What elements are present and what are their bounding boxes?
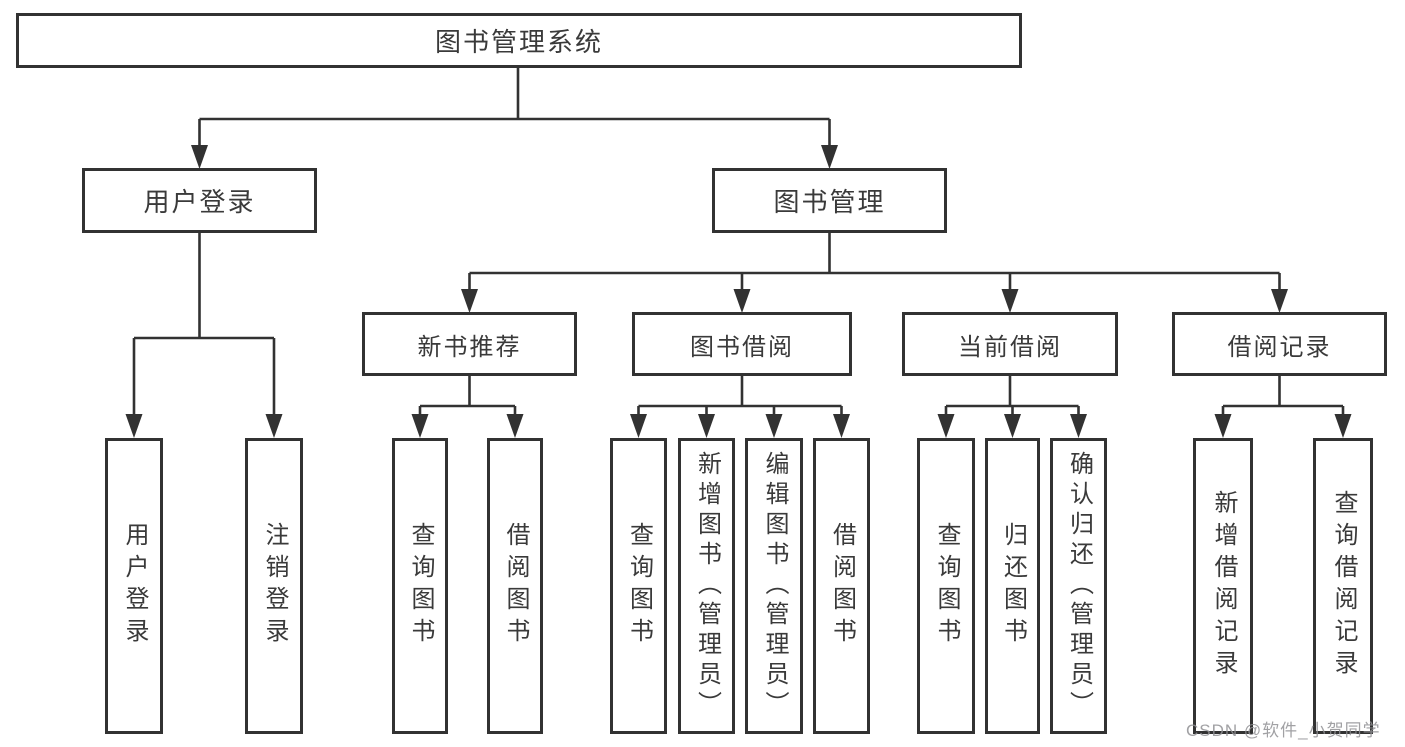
leaf-query-books-borrow: 查询图书 [610,438,667,734]
leaf-label: 查询图书 [933,522,960,650]
leaf-borrow-books: 借阅图书 [813,438,870,734]
leaf-label: 确认归还（管理员） [1065,451,1093,721]
leaf-label: 归还图书 [999,522,1027,650]
node-user-login: 用户登录 [82,168,317,233]
leaf-edit-books-admin: 编辑图书（管理员） [745,438,803,734]
leaf-confirm-return-admin: 确认归还（管理员） [1050,438,1107,734]
node-borrow-records: 借阅记录 [1172,312,1387,376]
leaf-label: 查询借阅记录 [1330,490,1357,682]
leaf-logout-login: 注销登录 [245,438,303,734]
node-book-borrow: 图书借阅 [632,312,852,376]
leaf-add-borrow-record: 新增借阅记录 [1193,438,1253,734]
leaf-label: 注销登录 [261,522,288,650]
leaf-query-books-current: 查询图书 [917,438,975,734]
leaf-label: 查询图书 [625,522,653,650]
leaf-label: 编辑图书（管理员） [761,451,788,721]
leaf-add-books-admin: 新增图书（管理员） [678,438,735,734]
leaf-user-login: 用户登录 [105,438,163,734]
leaf-query-borrow-record: 查询借阅记录 [1313,438,1373,734]
leaf-label: 借阅图书 [502,522,529,650]
leaf-return-books: 归还图书 [985,438,1040,734]
leaf-label: 查询图书 [407,522,434,650]
node-new-book-recommend: 新书推荐 [362,312,577,376]
leaf-label: 新增图书（管理员） [693,451,721,721]
leaf-label: 借阅图书 [828,522,856,650]
node-current-borrow: 当前借阅 [902,312,1118,376]
node-library-management-system: 图书管理系统 [16,13,1022,68]
leaf-borrow-books-newbook: 借阅图书 [487,438,543,734]
node-book-management: 图书管理 [712,168,947,233]
leaf-label: 新增借阅记录 [1210,490,1237,682]
leaf-query-books-newbook: 查询图书 [392,438,448,734]
leaf-label: 用户登录 [121,522,148,650]
